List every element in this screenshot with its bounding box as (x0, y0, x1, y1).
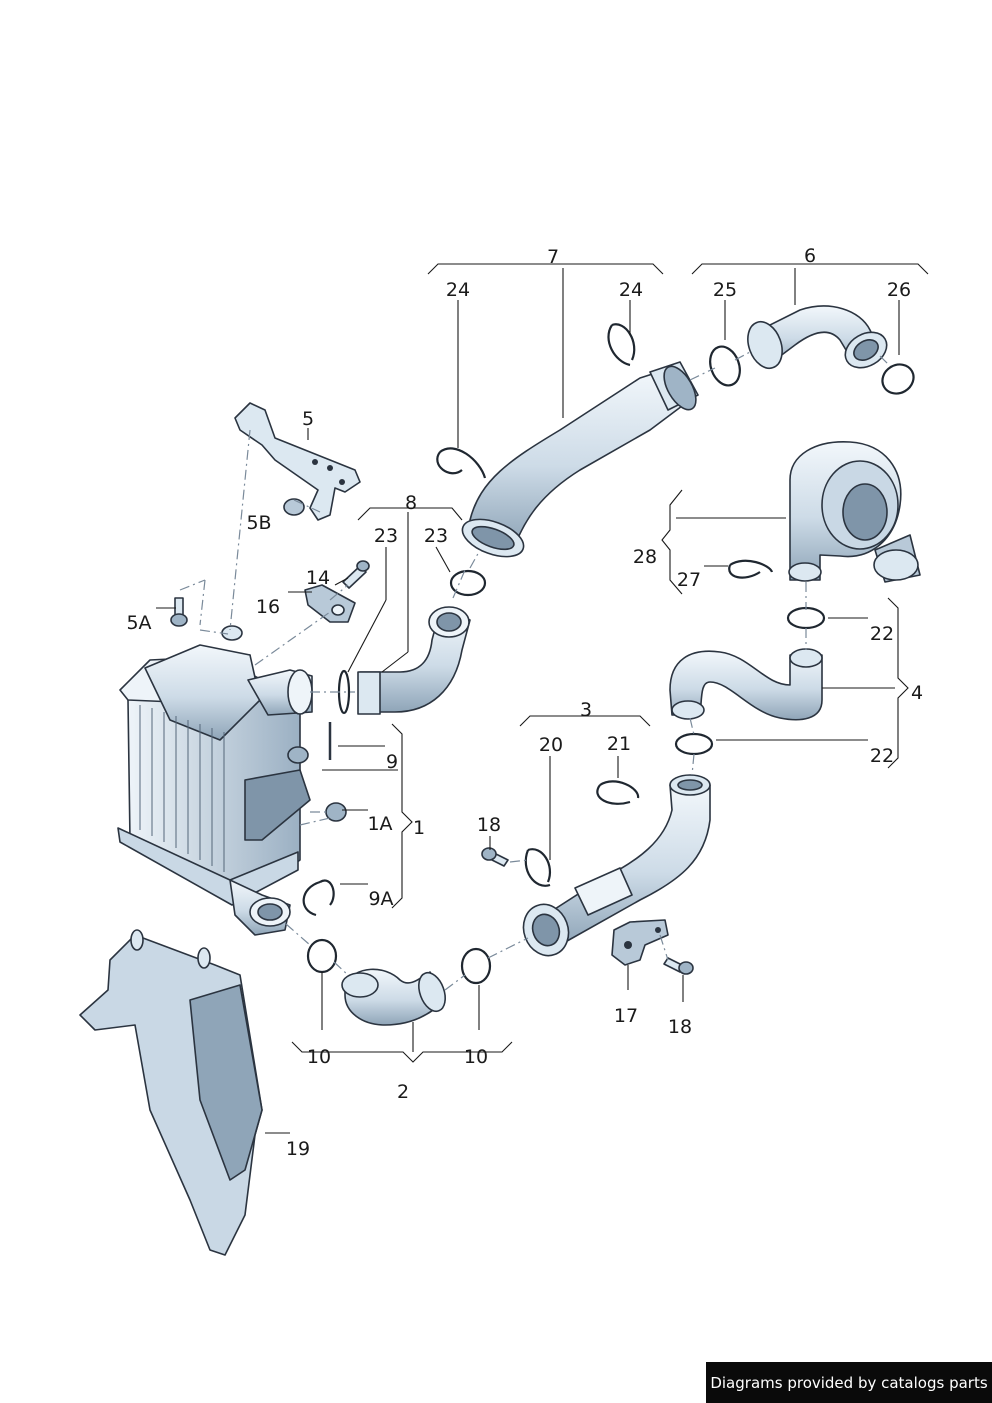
callout-10: 10 (464, 1046, 488, 1068)
intercooler (117, 625, 313, 936)
pipe-3 (522, 774, 711, 957)
bolt-18 (663, 957, 694, 975)
bolt (170, 597, 188, 627)
o-ring (674, 732, 714, 756)
hose-clip (728, 559, 774, 579)
pipe-8 (357, 606, 471, 715)
credit-banner: Diagrams provided by catalogs parts (706, 1362, 992, 1403)
pipe-2 (341, 968, 446, 1026)
callout-28: 28 (633, 546, 657, 568)
callout-23: 23 (424, 525, 448, 547)
hose-clip (524, 848, 551, 887)
callout-8: 8 (405, 492, 417, 514)
callout-1a: 1A (367, 813, 392, 835)
bracket (234, 402, 361, 521)
callout-17: 17 (614, 1005, 638, 1027)
callout-5: 5 (302, 408, 314, 430)
callout-25: 25 (713, 279, 737, 301)
callout-19: 19 (286, 1138, 310, 1160)
callout-9: 9 (386, 751, 398, 773)
o-ring (881, 363, 915, 395)
pipe-4 (669, 648, 823, 721)
callout-2: 2 (397, 1081, 409, 1103)
callout-16: 16 (256, 596, 280, 618)
pressure-sensor (304, 584, 356, 623)
callout-4: 4 (911, 682, 923, 704)
hose-clip (596, 780, 640, 805)
callout-24: 24 (619, 279, 643, 301)
assembly-lines (179, 351, 891, 991)
callout-5a: 5A (126, 612, 151, 634)
bracket-17 (611, 919, 669, 966)
nut (283, 498, 305, 516)
callout-14: 14 (306, 567, 330, 589)
pipe-7 (461, 361, 699, 558)
bolt-14 (342, 560, 370, 589)
callout-10: 10 (307, 1046, 331, 1068)
callout-9a: 9A (368, 888, 393, 910)
leader-lines (156, 268, 900, 1134)
spring-clip (302, 879, 335, 917)
o-ring (460, 947, 492, 985)
bolt-18 (481, 847, 509, 867)
callout-20: 20 (539, 734, 563, 756)
callout-24: 24 (446, 279, 470, 301)
callout-21: 21 (607, 733, 631, 755)
callout-labels: 7 6 24 24 25 26 5 8 5B 23 23 28 27 14 16… (126, 245, 923, 1160)
callout-26: 26 (887, 279, 911, 301)
o-ring (449, 569, 487, 597)
callout-18: 18 (668, 1016, 692, 1038)
air-duct (79, 929, 263, 1256)
o-ring (786, 606, 826, 630)
callout-3: 3 (580, 699, 592, 721)
callout-22: 22 (870, 623, 894, 645)
callout-7: 7 (547, 246, 559, 268)
callout-22: 22 (870, 745, 894, 767)
hose-clip (436, 447, 487, 479)
group-brackets (291, 263, 929, 1063)
pipe-6 (747, 305, 888, 370)
callout-18: 18 (477, 814, 501, 836)
callout-27: 27 (677, 569, 701, 591)
turbocharger (788, 441, 921, 583)
callout-5b: 5B (246, 512, 271, 534)
o-ring (709, 345, 741, 387)
callout-6: 6 (804, 245, 816, 267)
o-ring (306, 938, 338, 974)
callout-1: 1 (413, 817, 425, 839)
callout-23: 23 (374, 525, 398, 547)
